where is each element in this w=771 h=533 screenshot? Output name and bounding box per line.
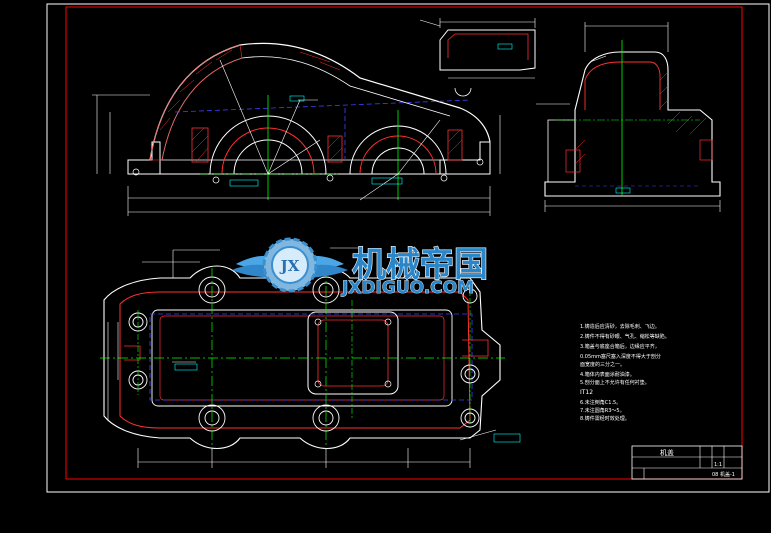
watermark-badge-text: JX [279, 257, 300, 275]
title-block-part-name: 机盖 [660, 448, 674, 457]
note-line-10: 7.未注圆角R3～5。 [580, 407, 625, 414]
inner-drawing-frame [65, 6, 743, 480]
note-line-3: 3.箱盖与底座合箱后，边缘应平齐， [580, 343, 660, 350]
site-watermark: JX 机械帝国 JXDIGUO.COM [232, 237, 489, 298]
title-block: 机盖 1:1 08 机盖-1 [631, 445, 743, 480]
note-line-7: 5.剖分面上不允许有任何衬垫。 [580, 379, 650, 386]
note-line-9: 6.未注倒角C1.5。 [580, 399, 621, 406]
watermark-gear-badge-icon: JX [232, 237, 348, 293]
detail-view-cover-lip [419, 18, 536, 97]
note-line-2: 2.铸件不得有砂眼、气孔、缩松等缺陷。 [580, 333, 670, 340]
note-line-1: 1.铸造后应清砂，去除毛刺、飞边。 [580, 323, 660, 330]
note-line-5: 面宽度的三分之一。 [580, 361, 625, 368]
front-view [92, 42, 501, 216]
side-view [536, 22, 721, 212]
title-block-drawing-no: 08 机盖-1 [712, 471, 735, 478]
outer-sheet-border [46, 3, 770, 493]
title-block-scale: 1:1 [714, 462, 722, 468]
note-line-11: 8.铸件需经时效处理。 [580, 415, 630, 422]
note-line-6: 4.箱体内表面涂耐油漆。 [580, 371, 635, 378]
top-view [100, 247, 521, 468]
technical-notes: 1.铸造后应清砂，去除毛刺、飞边。 2.铸件不得有砂眼、气孔、缩松等缺陷。 3.… [580, 323, 670, 422]
note-line-8: IT12 [580, 389, 593, 396]
watermark-domain: JXDIGUO.COM [341, 278, 474, 298]
note-line-4: 0.05mm塞尺塞入深度不得大于剖分 [580, 353, 661, 360]
watermark-title-cn: 机械帝国 [352, 245, 488, 285]
